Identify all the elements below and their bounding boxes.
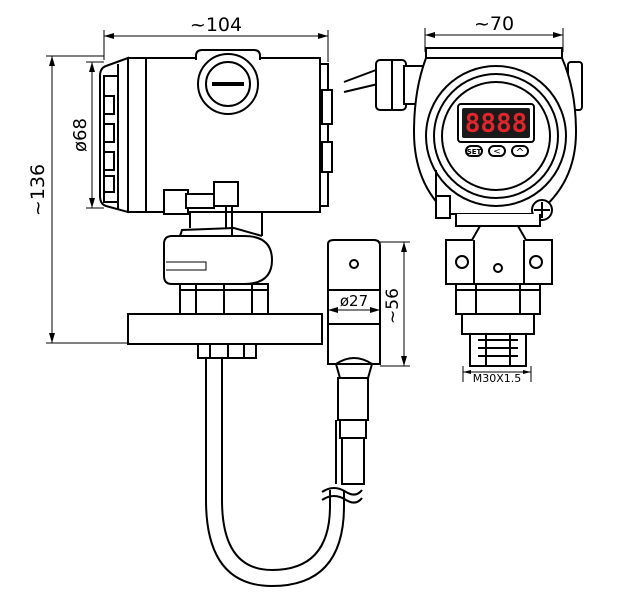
housing-front-view: 8888 SET < ^ [343, 47, 583, 367]
housing-diameter-label: ø68 [70, 118, 91, 152]
dimension-width-top: ~104 [103, 14, 329, 62]
display-digits: 8888 [465, 109, 528, 139]
dimension-thread: M30X1.5 [462, 366, 532, 385]
probe: ø27 [327, 239, 381, 485]
width-top-label: ~104 [190, 14, 242, 36]
housing-side-view [99, 49, 333, 238]
thread-label: M30X1.5 [473, 372, 522, 385]
set-button-label: SET [467, 148, 482, 156]
up-button-label: ^ [515, 146, 524, 159]
left-button-label: < [493, 147, 501, 157]
width-right-label: ~70 [474, 13, 514, 35]
up-button[interactable] [511, 145, 529, 157]
probe-length-label: ~56 [383, 288, 403, 324]
probe-diameter-label: ø27 [340, 292, 368, 310]
dimension-housing-diameter: ø68 [70, 61, 104, 209]
height-total-label: ~136 [27, 164, 49, 216]
left-button[interactable] [488, 145, 506, 157]
dimension-probe-length: ~56 [380, 241, 410, 367]
process-connection-side [127, 212, 323, 359]
dimension-height-total: ~136 [27, 55, 128, 344]
display-screen [462, 108, 530, 138]
set-button[interactable] [465, 145, 483, 157]
dimension-width-right: ~70 [424, 13, 564, 52]
